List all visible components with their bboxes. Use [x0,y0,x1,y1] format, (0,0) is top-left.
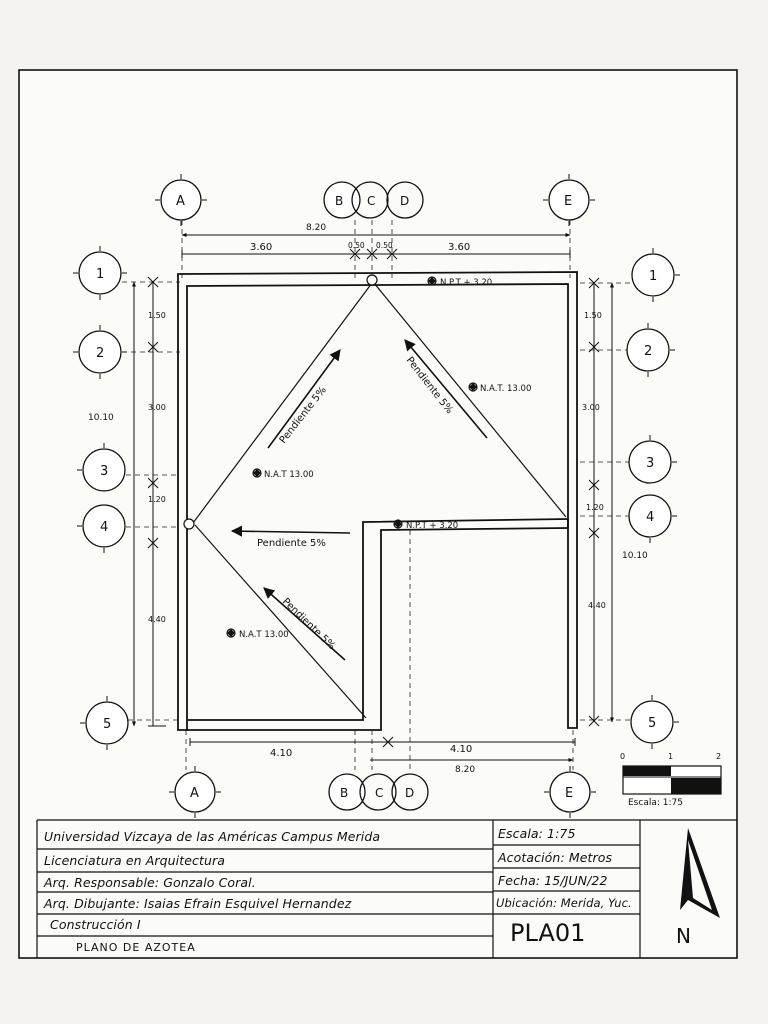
grid-bubbles-top [160,179,590,221]
dim-label: 1.20 [586,503,604,512]
level-label: N.P.T + 3.20 [440,278,492,288]
roof-drain [366,274,378,286]
grid-bubbles-bottom [174,771,591,813]
drafter-name: Arq. Dibujante: Isaias Efrain Esquivel H… [44,896,352,911]
scale-tick-label: 1 [668,752,673,761]
dim-label: 3.60 [250,242,272,253]
dim-label: 4.40 [588,601,606,610]
bubble-ticks [73,246,127,750]
dim-label: 10.10 [622,551,648,561]
units-value: Acotación: Metros [498,850,613,865]
dim-label: 8.20 [455,765,475,775]
level-markers [226,276,478,638]
dim-label: 10.10 [88,413,114,423]
scale-tick-label: 2 [716,752,721,761]
bubble-ticks [647,248,680,749]
plan-name: PLANO DE AZOTEA [76,941,196,954]
grid-label: 2 [644,344,652,359]
date-value: Fecha: 15/JUN/22 [498,873,608,888]
grid-label: 1 [96,267,104,282]
level-label: N.A.T 13.00 [264,470,314,480]
dim-label: 3.00 [148,403,166,412]
slope-arrows [230,339,488,661]
level-label: N.P.T + 3.20 [406,521,458,531]
career-name: Licenciatura en Arquitectura [44,853,226,868]
grid-label: A [190,786,199,801]
dim-label: 4.10 [450,744,472,755]
grid-label: A [176,194,185,209]
scale-caption: Escala: 1:75 [628,798,683,808]
slope-label: Pendiente 5% [257,538,326,549]
dim-label: 1.50 [584,311,602,320]
grid-label: 3 [646,456,654,471]
bottom-dimensions [189,736,576,762]
dim-label: 4.10 [270,748,292,759]
grid-label: 2 [96,346,104,361]
grid-label: C [367,194,375,208]
dim-label: 3.60 [448,242,470,253]
grid-label: E [564,194,572,209]
dim-label: 0.50 [376,241,393,250]
grid-label: 5 [103,717,111,732]
dim-label: 1.20 [148,495,166,504]
north-arrow-icon [680,828,720,918]
grid-label: C [375,786,383,800]
responsible-architect: Arq. Responsable: Gonzalo Coral. [44,875,256,890]
subject-name: Construcción I [50,917,141,932]
grid-label: 4 [646,510,654,525]
right-dimensions [588,277,614,727]
grid-label: E [565,786,573,801]
grid-bubbles-left [78,251,129,745]
roof-drain [183,518,195,530]
grid-label: B [340,786,348,800]
building-outline [177,271,578,731]
level-label: N.A.T. 13.00 [480,384,531,394]
grid-label: 3 [100,464,108,479]
grid-bubbles-right [626,253,675,744]
grid-label: 1 [649,269,657,284]
dim-label: 1.50 [148,311,166,320]
bubble-ticks [155,174,595,226]
grid-label: B [335,194,343,208]
grid-label: 4 [100,520,108,535]
dim-label: 8.20 [306,223,326,233]
plan-code: PLA01 [510,919,586,947]
title-block-frame [36,819,737,958]
bubble-ticks [169,766,596,818]
top-dimensions [181,233,571,260]
north-label: N [676,924,691,948]
left-dimensions [132,276,166,727]
dim-label: 3.00 [582,403,600,412]
location-value: Ubicación: Merida, Yuc. [496,896,632,910]
grid-label: D [405,786,414,800]
dim-label: 4.40 [148,615,166,624]
graphic-scale-bar [622,765,722,795]
dim-label: 0.50 [348,241,365,250]
scale-value: Escala: 1:75 [498,826,576,841]
level-label: N.A.T 13.00 [239,630,289,640]
grid-label: D [400,194,409,208]
grid-label: 5 [648,716,656,731]
university-name: Universidad Vizcaya de las Américas Camp… [44,829,381,844]
scale-tick-label: 0 [620,752,625,761]
roof-slope-lines [192,282,567,719]
